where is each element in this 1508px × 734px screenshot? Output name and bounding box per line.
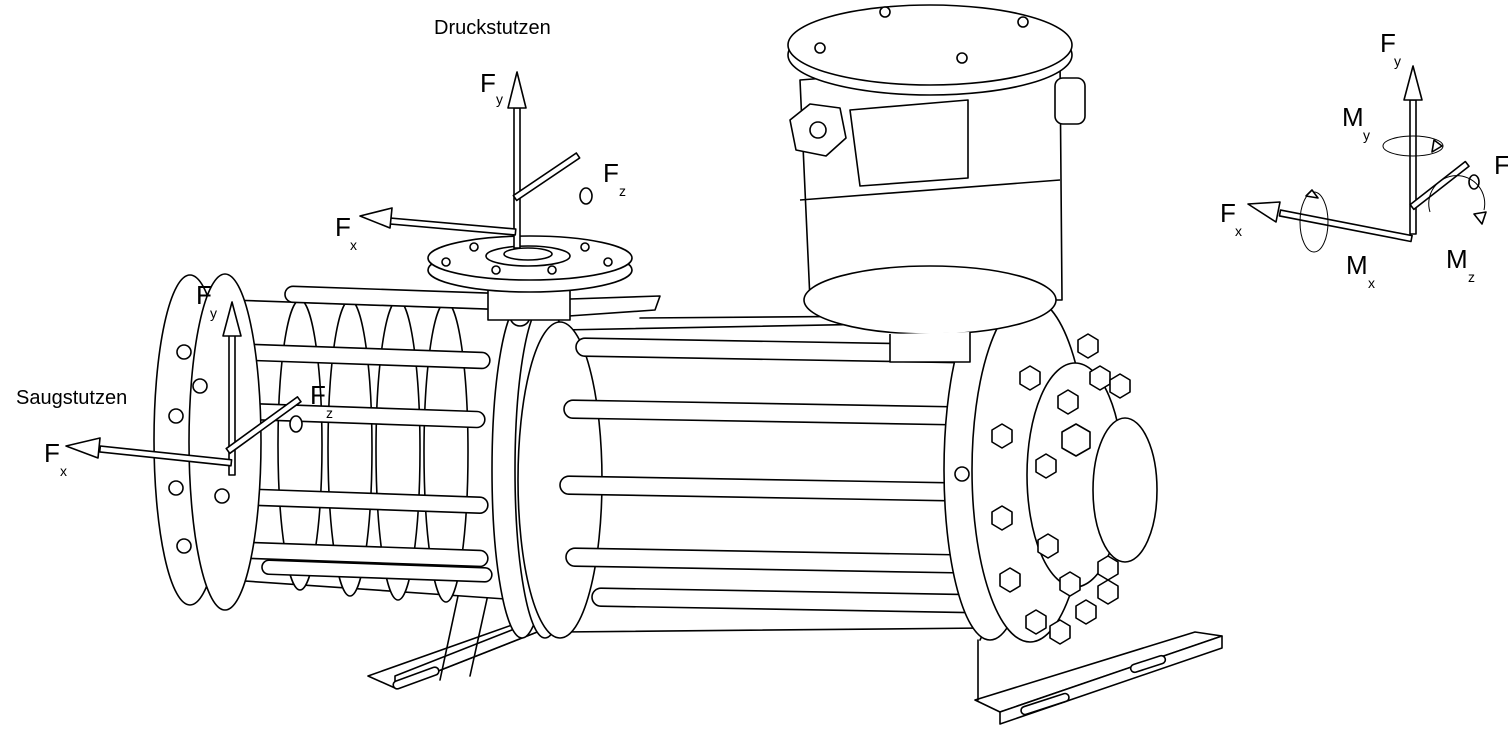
legend-mz-curl bbox=[1428, 175, 1486, 213]
motor-body bbox=[517, 315, 986, 639]
discharge-fy-symbol: F bbox=[480, 68, 496, 98]
discharge-fz-symbol: F bbox=[603, 158, 619, 188]
discharge-fx-symbol: F bbox=[335, 212, 351, 242]
discharge-flange bbox=[427, 235, 633, 321]
discharge-fz-arrowhead bbox=[579, 187, 593, 205]
legend-mx-subscript: x bbox=[1368, 275, 1375, 291]
suction-flange bbox=[153, 273, 262, 611]
suction-fx-subscript: x bbox=[60, 463, 67, 479]
legend-fy-symbol: F bbox=[1380, 28, 1396, 58]
legend-fx-symbol: F bbox=[1220, 198, 1236, 228]
suction-fx-symbol: F bbox=[44, 438, 60, 468]
suction-fz-arrowhead bbox=[289, 415, 303, 433]
discharge-fx-arrowhead bbox=[359, 207, 393, 229]
legend-my-subscript: y bbox=[1363, 127, 1370, 143]
suction-label: Saugstutzen bbox=[16, 387, 127, 409]
bolt-nuts bbox=[991, 333, 1131, 645]
discharge-label: Druckstutzen bbox=[434, 17, 551, 39]
suction-force-axes bbox=[65, 301, 303, 476]
stage-casing-left bbox=[204, 285, 526, 603]
discharge-fz-subscript: z bbox=[619, 183, 626, 199]
discharge-force-axes bbox=[359, 71, 593, 249]
legend-fy-arrowhead bbox=[1403, 65, 1423, 101]
terminal-box bbox=[787, 4, 1086, 363]
legend-fz-symbol: F bbox=[1494, 150, 1508, 180]
suction-fx-arrowhead bbox=[65, 437, 101, 459]
legend-fx-subscript: x bbox=[1235, 223, 1242, 239]
suction-fy-symbol: F bbox=[196, 280, 212, 310]
suction-fz-subscript: z bbox=[326, 405, 333, 421]
legend-fx-arrowhead bbox=[1247, 201, 1281, 223]
legend-my-curl bbox=[1382, 135, 1444, 157]
suction-fy-subscript: y bbox=[210, 305, 217, 321]
legend-axes bbox=[1247, 65, 1487, 253]
legend-mz-subscript: z bbox=[1468, 269, 1475, 285]
discharge-fy-subscript: y bbox=[496, 91, 503, 107]
legend-mx-symbol: M bbox=[1346, 250, 1368, 280]
legend-fy-subscript: y bbox=[1394, 53, 1401, 69]
legend-mz-symbol: M bbox=[1446, 244, 1468, 274]
suction-fz-symbol: F bbox=[310, 380, 326, 410]
suction-fy-arrowhead bbox=[222, 301, 242, 337]
legend-my-symbol: M bbox=[1342, 102, 1364, 132]
discharge-fy-arrowhead bbox=[507, 71, 527, 109]
discharge-fx-subscript: x bbox=[350, 237, 357, 253]
end-flange-right bbox=[943, 297, 1158, 645]
